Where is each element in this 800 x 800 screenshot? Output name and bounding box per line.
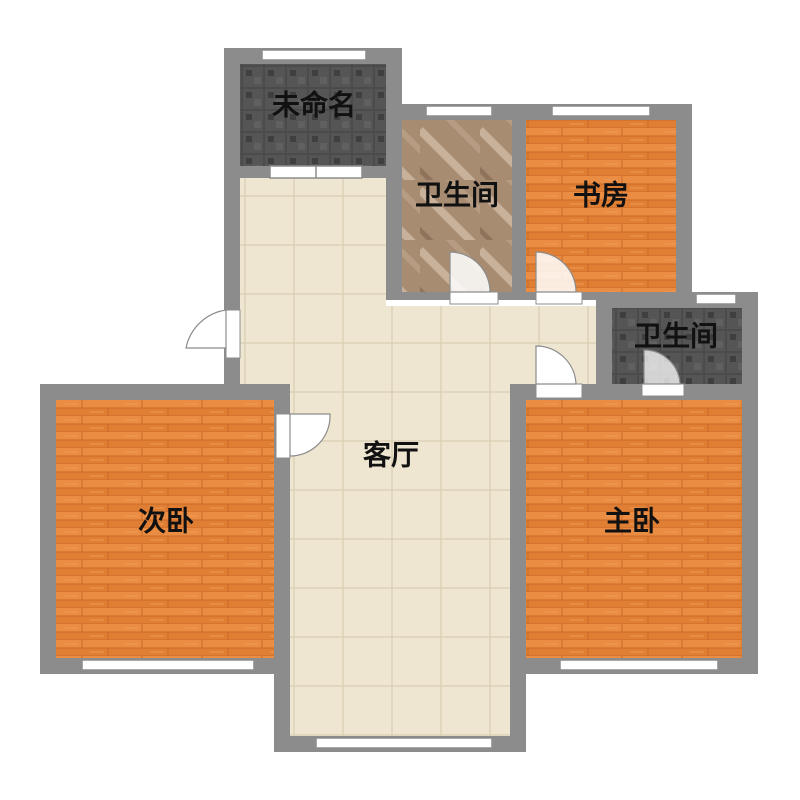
room-label-bath2: 卫生间 [634,320,718,353]
door-study[interactable] [535,251,583,305]
door-second-bedroom[interactable] [275,413,331,459]
door-bath2[interactable] [641,349,685,397]
room-label-study: 书房 [573,179,629,212]
room-label-living: 客厅 [363,439,419,472]
room-floor-unnamed [240,64,386,166]
room-label-bath1: 卫生间 [415,179,499,212]
windows [81,49,737,749]
room-label-unnamed: 未命名 [272,89,356,122]
room-label-master-bedroom: 主卧 [604,505,660,538]
entrance-door[interactable] [185,309,241,359]
door-bath1[interactable] [449,251,499,305]
sliding-door-unnamed [269,165,363,179]
room-floor-master-bedroom [526,400,742,658]
room-label-second-bedroom: 次卧 [138,505,194,538]
door-master-bedroom[interactable] [535,345,583,399]
room-floor-second-bedroom [56,400,274,658]
room-floor-living [240,178,596,736]
